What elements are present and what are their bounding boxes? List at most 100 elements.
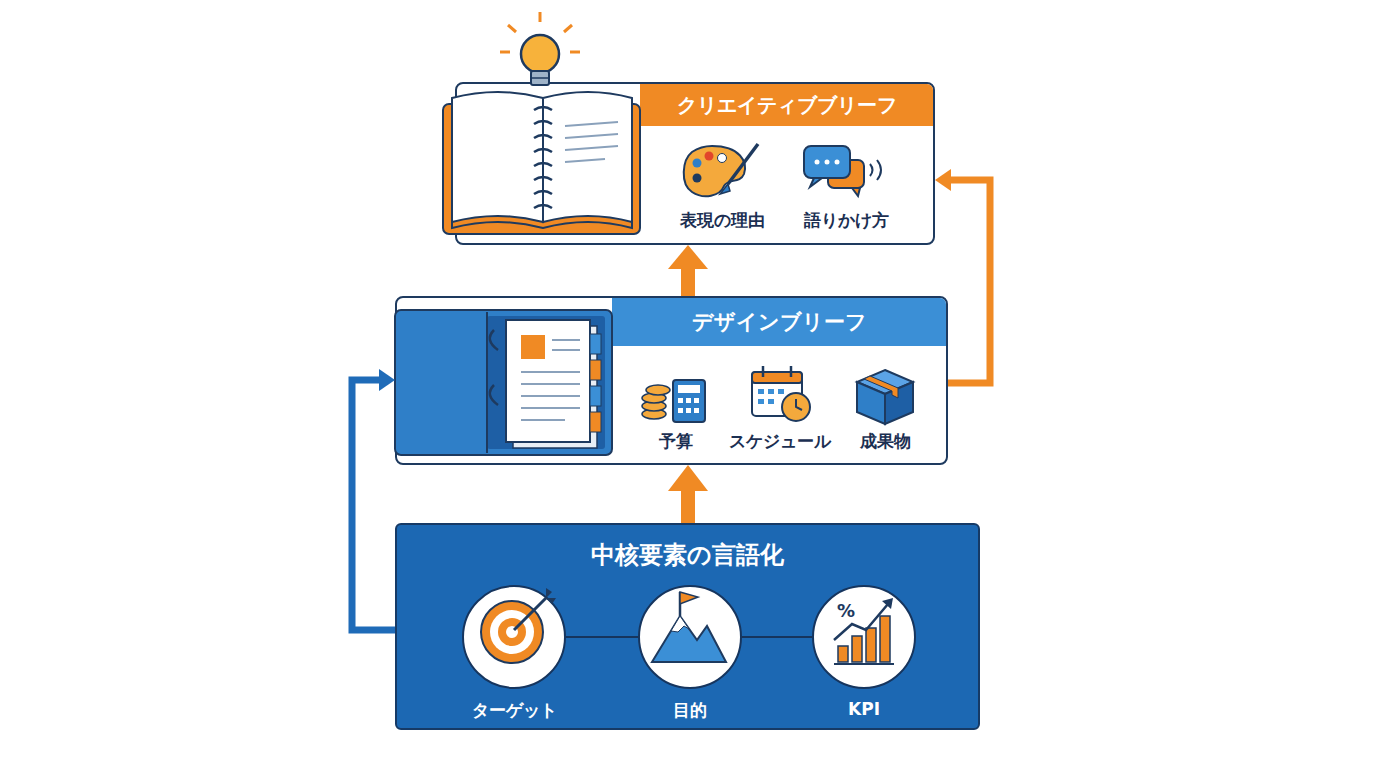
kpi-chart-icon-part	[866, 628, 876, 662]
calendar-clock-icon-part	[778, 389, 784, 394]
speech-bubble-icon-part	[804, 146, 850, 178]
coins-calculator-icon	[642, 380, 705, 422]
node-title: デザインブリーフ	[692, 308, 867, 336]
target-icon	[481, 588, 556, 663]
calendar-clock-icon-part	[796, 399, 802, 410]
target-icon-part	[514, 598, 546, 630]
link-line	[566, 636, 638, 638]
palette-icon-part	[720, 184, 730, 194]
binder-illustration-part	[521, 407, 580, 409]
speech-bubble-icon-part	[815, 160, 820, 165]
arrow-head	[668, 465, 708, 491]
speech-bubble-icon-part	[852, 188, 860, 196]
binder-illustration	[395, 310, 612, 455]
binder-illustration-part	[590, 334, 601, 354]
speech-bubble-icon-part	[810, 178, 822, 187]
binder-illustration-part	[521, 395, 580, 397]
flow-arrow	[681, 490, 695, 523]
binder-illustration-part	[395, 310, 612, 455]
coins-calculator-icon-part	[686, 408, 691, 413]
coins-calculator-icon-part	[673, 380, 705, 422]
node-title: 中核要素の言語化	[397, 539, 978, 571]
flow-arrow	[681, 268, 695, 296]
node-title: クリエイティブブリーフ	[677, 92, 897, 119]
palette-icon	[684, 144, 758, 196]
binder-illustration-part	[521, 335, 545, 359]
speech-bubble-icon-part	[825, 160, 830, 165]
lightbulb-icon-part	[500, 51, 510, 54]
book-illustration-part	[542, 100, 544, 222]
package-icon-part	[864, 376, 898, 398]
palette-icon-part	[693, 174, 702, 183]
kpi-chart-icon-part	[880, 616, 890, 662]
item-label: 成果物	[860, 430, 911, 453]
kpi-chart-icon-part	[838, 646, 848, 662]
binder-illustration-part	[552, 349, 580, 351]
binder-illustration-part	[590, 386, 601, 406]
calendar-clock-icon-part	[768, 389, 774, 394]
book-illustration-part	[565, 134, 618, 138]
calendar-clock-icon-part	[790, 366, 793, 377]
binder-illustration-part	[506, 320, 590, 442]
mountain-flag-icon	[652, 592, 726, 662]
node-title: ターゲット	[424, 699, 604, 722]
coins-calculator-icon-part	[686, 398, 691, 403]
binder-illustration-part	[590, 360, 601, 380]
lightbulb-icon	[500, 12, 580, 85]
mountain-flag-icon-part	[671, 616, 689, 632]
book-illustration-part	[565, 122, 618, 126]
coins-calculator-icon-part	[646, 385, 670, 395]
coins-calculator-icon-part	[678, 398, 683, 403]
calendar-clock-icon-part	[782, 393, 810, 421]
item-label: スケジュール	[729, 430, 831, 453]
binder-illustration-part	[590, 412, 601, 432]
kpi-chart-icon-part	[834, 663, 894, 665]
lightbulb-icon-part	[508, 25, 516, 32]
node-title: 目的	[600, 699, 780, 722]
book-illustration-part	[565, 159, 605, 162]
coins-calculator-icon-part	[694, 398, 699, 403]
calendar-clock-icon-part	[758, 389, 764, 394]
lightbulb-icon-part	[531, 71, 549, 85]
lightbulb-icon-part	[521, 35, 559, 73]
kpi-chart-icon	[834, 598, 894, 664]
header-band: デザインブリーフ	[612, 298, 946, 346]
lightbulb-icon-part	[531, 77, 549, 79]
bypass-arrow	[352, 380, 395, 630]
link-line	[742, 636, 812, 638]
palette-icon-part	[693, 159, 702, 168]
binder-illustration-part	[490, 330, 498, 405]
book-illustration	[443, 92, 640, 234]
item-label: 語りかけ方	[804, 209, 889, 232]
book-illustration-part	[565, 146, 618, 150]
binder-illustration-part	[486, 312, 488, 453]
calendar-clock-icon-part	[758, 399, 764, 404]
speech-bubble-icon-part	[835, 160, 840, 165]
binder-illustration-part	[521, 371, 580, 373]
binder-illustration-part	[552, 339, 580, 341]
lightbulb-icon-part	[564, 25, 572, 32]
book-illustration-part	[452, 222, 632, 228]
palette-icon-part	[718, 154, 727, 163]
calendar-clock-icon-part	[762, 366, 765, 377]
kpi-chart-icon-part	[852, 636, 862, 662]
mountain-flag-icon-part	[680, 592, 698, 604]
element-circle: KPI	[812, 585, 916, 689]
mountain-flag-icon-part	[652, 616, 726, 662]
binder-illustration-part	[521, 419, 565, 421]
calendar-clock-icon-part	[768, 399, 774, 404]
calendar-clock-icon-part	[752, 372, 802, 383]
target-icon-part	[546, 588, 556, 604]
book-illustration-part	[543, 92, 632, 222]
package-icon-part	[857, 382, 885, 424]
arrow-head	[935, 169, 951, 191]
lightbulb-icon-part	[539, 12, 542, 22]
lightbulb-icon-part	[570, 51, 580, 54]
header-band: クリエイティブブリーフ	[640, 84, 933, 126]
book-illustration-part	[452, 92, 543, 222]
icon-symbol: %	[837, 600, 855, 621]
arrow-head	[668, 245, 708, 269]
speech-bubble-icon	[804, 146, 881, 196]
